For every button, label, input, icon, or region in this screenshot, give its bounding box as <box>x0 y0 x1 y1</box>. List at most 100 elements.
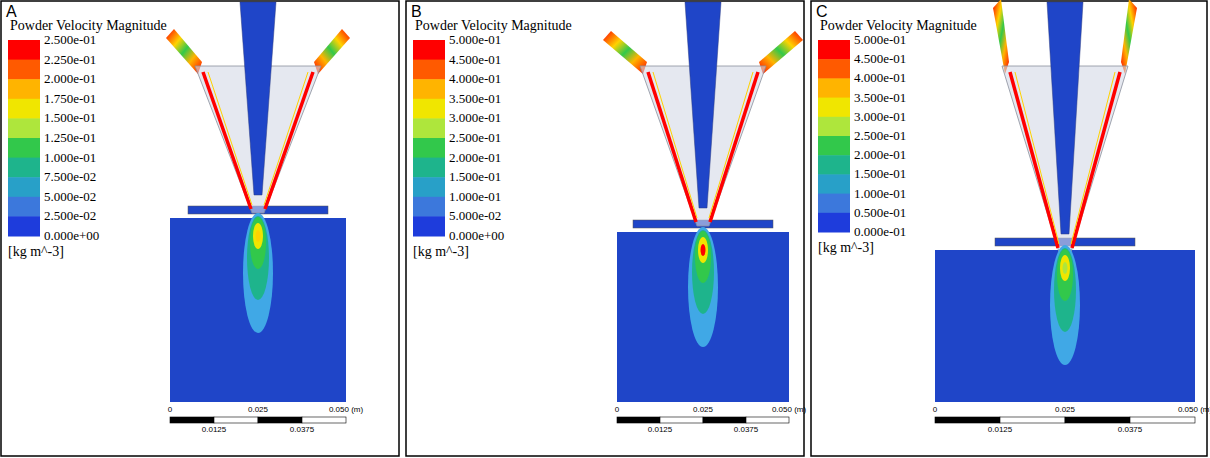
scale-label: 0 <box>933 406 937 415</box>
tick-value: 3.000e-01 <box>449 111 501 125</box>
colorbar-band <box>413 158 445 178</box>
tick-value: 0.000e+00 <box>44 229 99 243</box>
scale-label: 0.025 <box>1055 406 1075 415</box>
inner-nozzle <box>1047 2 1083 234</box>
colorbar-band <box>8 197 40 217</box>
powder-stream <box>710 72 758 222</box>
colorbar-band <box>413 177 445 197</box>
powder-jet <box>1060 255 1070 281</box>
tick-value: 1.500e-01 <box>854 167 906 181</box>
scale-bar <box>170 417 214 423</box>
tick-value: 2.500e-01 <box>449 131 501 145</box>
powder-inlet <box>1121 0 1137 74</box>
panel-frame <box>406 1 804 456</box>
scale-label: 0.0375 <box>734 426 758 435</box>
tick-value: 3.500e-01 <box>449 92 501 106</box>
powder-jet <box>256 230 261 242</box>
panel-frame <box>1 1 399 456</box>
tick-value: 2.000e-01 <box>44 72 96 86</box>
tick-value: 4.500e-01 <box>449 53 501 67</box>
powder-stream <box>648 72 696 222</box>
colorbar-band <box>818 155 850 175</box>
colorbar-band <box>413 60 445 80</box>
scale-label: 0.0125 <box>648 426 672 435</box>
powder-jet <box>688 227 718 347</box>
unit-label: [kg m^-3] <box>413 244 469 259</box>
scale-label: 0.0375 <box>290 426 314 435</box>
panel-letter: B <box>411 3 422 21</box>
powder-jet <box>692 230 714 314</box>
tick-value: 4.500e-01 <box>854 52 906 66</box>
inner-nozzle <box>685 2 721 208</box>
scale-bar <box>935 417 1000 423</box>
colorbar-band <box>8 177 40 197</box>
powder-stream <box>203 72 251 209</box>
tick-value: 0.000e+00 <box>449 229 504 243</box>
scale-label: 0.050 (m) <box>772 406 806 415</box>
tick-value: 2.500e-01 <box>44 33 96 47</box>
colorbar-band <box>8 60 40 80</box>
scale-label: 0.025 <box>693 406 713 415</box>
powder-stream <box>265 72 313 209</box>
scale-bar <box>660 417 703 423</box>
unit-label: [kg m^-3] <box>818 240 874 255</box>
powder-jet <box>1050 245 1080 365</box>
powder-stream <box>1015 72 1059 244</box>
scale-bar <box>214 417 258 423</box>
powder-stream <box>709 72 753 218</box>
scale-bar <box>1000 417 1065 423</box>
scale-label: 0.0125 <box>988 426 1012 435</box>
powder-inlet <box>993 0 1009 74</box>
tick-value: 5.000e-02 <box>44 190 96 204</box>
colorbar-band <box>818 174 850 194</box>
panel <box>406 1 804 456</box>
colorbar-band <box>413 79 445 99</box>
scale-label: 0.0375 <box>1118 426 1142 435</box>
powder-stream <box>1072 72 1120 248</box>
powder-stream <box>1071 72 1115 244</box>
powder-jet <box>695 231 711 283</box>
panel-title: Powder Velocity Magnitude <box>820 18 977 33</box>
tick-value: 1.250e-01 <box>44 131 96 145</box>
colorbar-band <box>413 197 445 217</box>
tick-value: 1.500e-01 <box>44 111 96 125</box>
tick-value: 0.000e-01 <box>854 225 906 239</box>
tick-value: 3.000e-01 <box>854 110 906 124</box>
colorbar-band <box>8 138 40 158</box>
colorbar-band <box>818 194 850 214</box>
scale-label: 0.050 (m) <box>1178 406 1210 415</box>
colorbar-band <box>8 79 40 99</box>
panel <box>1 1 399 456</box>
powder-jet <box>247 216 269 300</box>
powder-jet <box>698 237 708 263</box>
scale-bar <box>1130 417 1195 423</box>
unit-label: [kg m^-3] <box>8 244 64 259</box>
colorbar-band <box>8 158 40 178</box>
tick-value: 5.000e-02 <box>449 209 501 223</box>
powder-stream <box>1010 72 1058 248</box>
powder-jet <box>1057 249 1073 301</box>
colorbar-band <box>818 213 850 233</box>
tick-value: 5.000e-01 <box>449 33 501 47</box>
panel-frame <box>811 1 1207 456</box>
scale-label: 0 <box>168 406 172 415</box>
powder-jet <box>701 244 706 256</box>
tick-value: 5.000e-01 <box>854 33 906 47</box>
tick-value: 2.500e-01 <box>854 129 906 143</box>
tick-value: 1.000e-01 <box>449 190 501 204</box>
inner-nozzle <box>240 2 276 195</box>
colorbar-band <box>818 78 850 98</box>
scale-label: 0.025 <box>248 406 268 415</box>
colorbar-band <box>8 216 40 236</box>
colorbar-band <box>413 99 445 119</box>
colorbar-band <box>413 118 445 138</box>
scale-label: 0 <box>615 406 619 415</box>
tick-value: 2.000e-01 <box>854 148 906 162</box>
powder-jet <box>243 213 273 333</box>
powder-stream <box>653 72 697 218</box>
scale-bar <box>617 417 660 423</box>
colorbar-band <box>8 99 40 119</box>
panel-letter: A <box>6 3 17 21</box>
